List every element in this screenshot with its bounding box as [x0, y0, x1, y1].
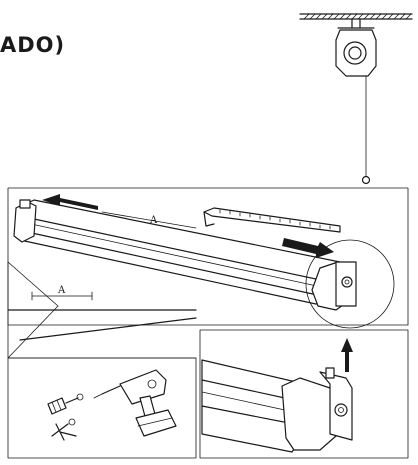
screen-housing-illustration: A: [7, 187, 409, 329]
dimension-label-top: A: [149, 215, 158, 226]
bracket-detail-illustration: [199, 329, 409, 459]
wall-measure-illustration: A: [7, 261, 197, 359]
section-heading: ADO): [0, 33, 66, 57]
ceiling-mount-illustration: [299, 13, 413, 185]
tools-illustration: [7, 357, 197, 459]
dimension-label-wall: A: [57, 285, 66, 296]
